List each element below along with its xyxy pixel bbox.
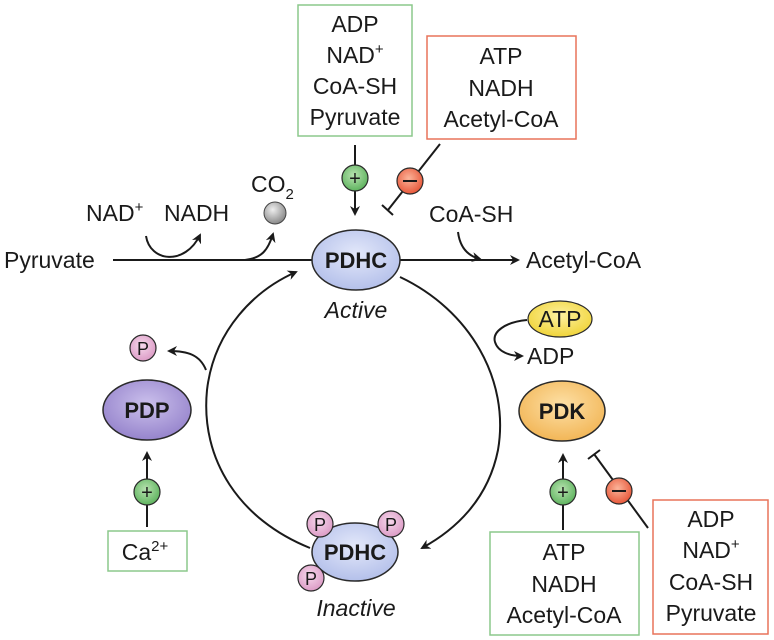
phosphate-icon: P — [129, 334, 157, 362]
minus-icon — [396, 167, 424, 195]
co2-label: CO2 — [251, 171, 294, 203]
pdk-inhibitor-item: ADP — [687, 506, 734, 532]
inhibition-bar-icon — [587, 449, 601, 460]
atp-to-adp-arrow — [493, 319, 528, 361]
pdk-activator-item: NADH — [531, 571, 596, 597]
pdk-inhibitors-box: ADP NAD+ CoA-SH Pyruvate — [652, 499, 769, 635]
svg-text:P: P — [305, 569, 317, 589]
inactivation-arc-arrow — [399, 276, 502, 549]
pdhc-inactive-enzyme: PDHC — [311, 522, 399, 582]
coa-sh-label: CoA-SH — [429, 201, 513, 227]
pdhc-activator-item: CoA-SH — [313, 73, 397, 99]
pdk-inhibitor-item: CoA-SH — [669, 569, 753, 595]
adp-label: ADP — [527, 343, 574, 369]
minus-icon — [605, 477, 633, 505]
coa-sh-arrow — [457, 231, 482, 262]
acetyl-coa-label: Acetyl-CoA — [526, 247, 642, 273]
pdk-inhibitor-item: NAD+ — [682, 536, 740, 563]
activation-arc-arrow — [205, 270, 311, 549]
inhibition-bar-icon — [381, 204, 394, 216]
calcium-label: Ca2+ — [122, 538, 169, 565]
plus-icon: + — [341, 164, 369, 192]
svg-text:PDHC: PDHC — [325, 248, 387, 273]
svg-text:P: P — [314, 515, 326, 535]
svg-text:+: + — [349, 168, 361, 190]
svg-text:PDK: PDK — [539, 399, 586, 424]
atp-molecule: ATP — [527, 300, 593, 338]
pdhc-activator-item: ADP — [331, 11, 378, 37]
pdhc-activator-item: NAD+ — [326, 41, 384, 68]
pdhc-inhibitor-item: Acetyl-CoA — [443, 106, 559, 132]
pyruvate-label: Pyruvate — [4, 247, 95, 273]
pdk-activators-box: ATP NADH Acetyl-CoA — [489, 531, 640, 636]
phosphate-icon: P — [306, 510, 334, 538]
pdk-enzyme: PDK — [518, 380, 606, 442]
svg-text:P: P — [137, 339, 149, 359]
pdhc-activator-item: Pyruvate — [310, 104, 401, 130]
svg-text:+: + — [141, 482, 153, 504]
co2-release-arrow — [244, 232, 276, 261]
phosphate-icon: P — [297, 564, 325, 592]
svg-text:P: P — [385, 515, 397, 535]
pdhc-activators-box: ADP NAD+ CoA-SH Pyruvate — [297, 4, 413, 137]
nad-label: NAD+ — [86, 199, 144, 226]
pdp-enzyme: PDP — [102, 379, 192, 441]
pdhc-active-enzyme: PDHC — [311, 229, 401, 291]
svg-text:PDP: PDP — [124, 398, 169, 423]
phosphate-release-arrow — [167, 346, 207, 371]
pdk-activator-item: ATP — [542, 539, 585, 565]
phosphate-icon: P — [377, 510, 405, 538]
plus-icon: + — [549, 478, 577, 506]
pdk-activator-item: Acetyl-CoA — [506, 602, 622, 628]
active-state-label: Active — [323, 297, 388, 323]
calcium-box: Ca2+ — [107, 530, 188, 572]
svg-text:+: + — [557, 482, 569, 504]
pdhc-inhibitors-box: ATP NADH Acetyl-CoA — [426, 35, 577, 140]
plus-icon: + — [133, 478, 161, 506]
nad-to-nadh-arrow — [145, 233, 202, 258]
co2-molecule-icon — [263, 201, 287, 225]
pdhc-inhibitor-item: ATP — [479, 43, 522, 69]
svg-text:ATP: ATP — [538, 306, 581, 332]
pdhc-inhibitor-item: NADH — [468, 75, 533, 101]
nadh-label: NADH — [164, 200, 229, 226]
svg-text:PDHC: PDHC — [324, 540, 386, 565]
pdk-inhibitor-item: Pyruvate — [666, 600, 757, 626]
inactive-state-label: Inactive — [316, 595, 395, 621]
